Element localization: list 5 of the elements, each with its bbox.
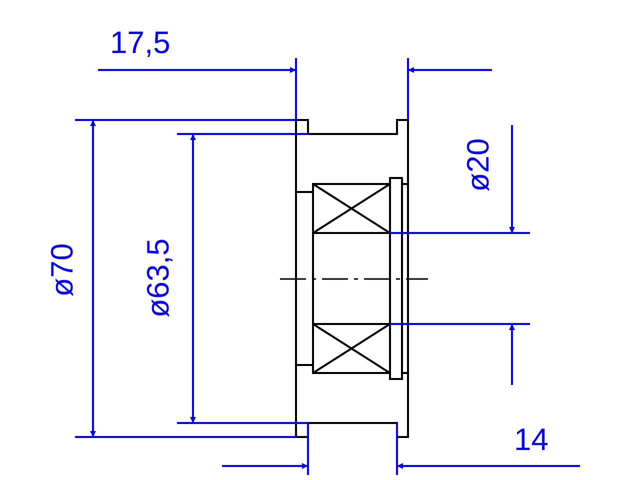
dimension-value: 17,5 xyxy=(110,27,170,58)
dimension-value: ø20 xyxy=(462,138,494,192)
dimension-value: ø70 xyxy=(46,243,78,297)
dimension-value: 14 xyxy=(514,424,548,455)
dimension-value: ø63,5 xyxy=(142,238,174,318)
